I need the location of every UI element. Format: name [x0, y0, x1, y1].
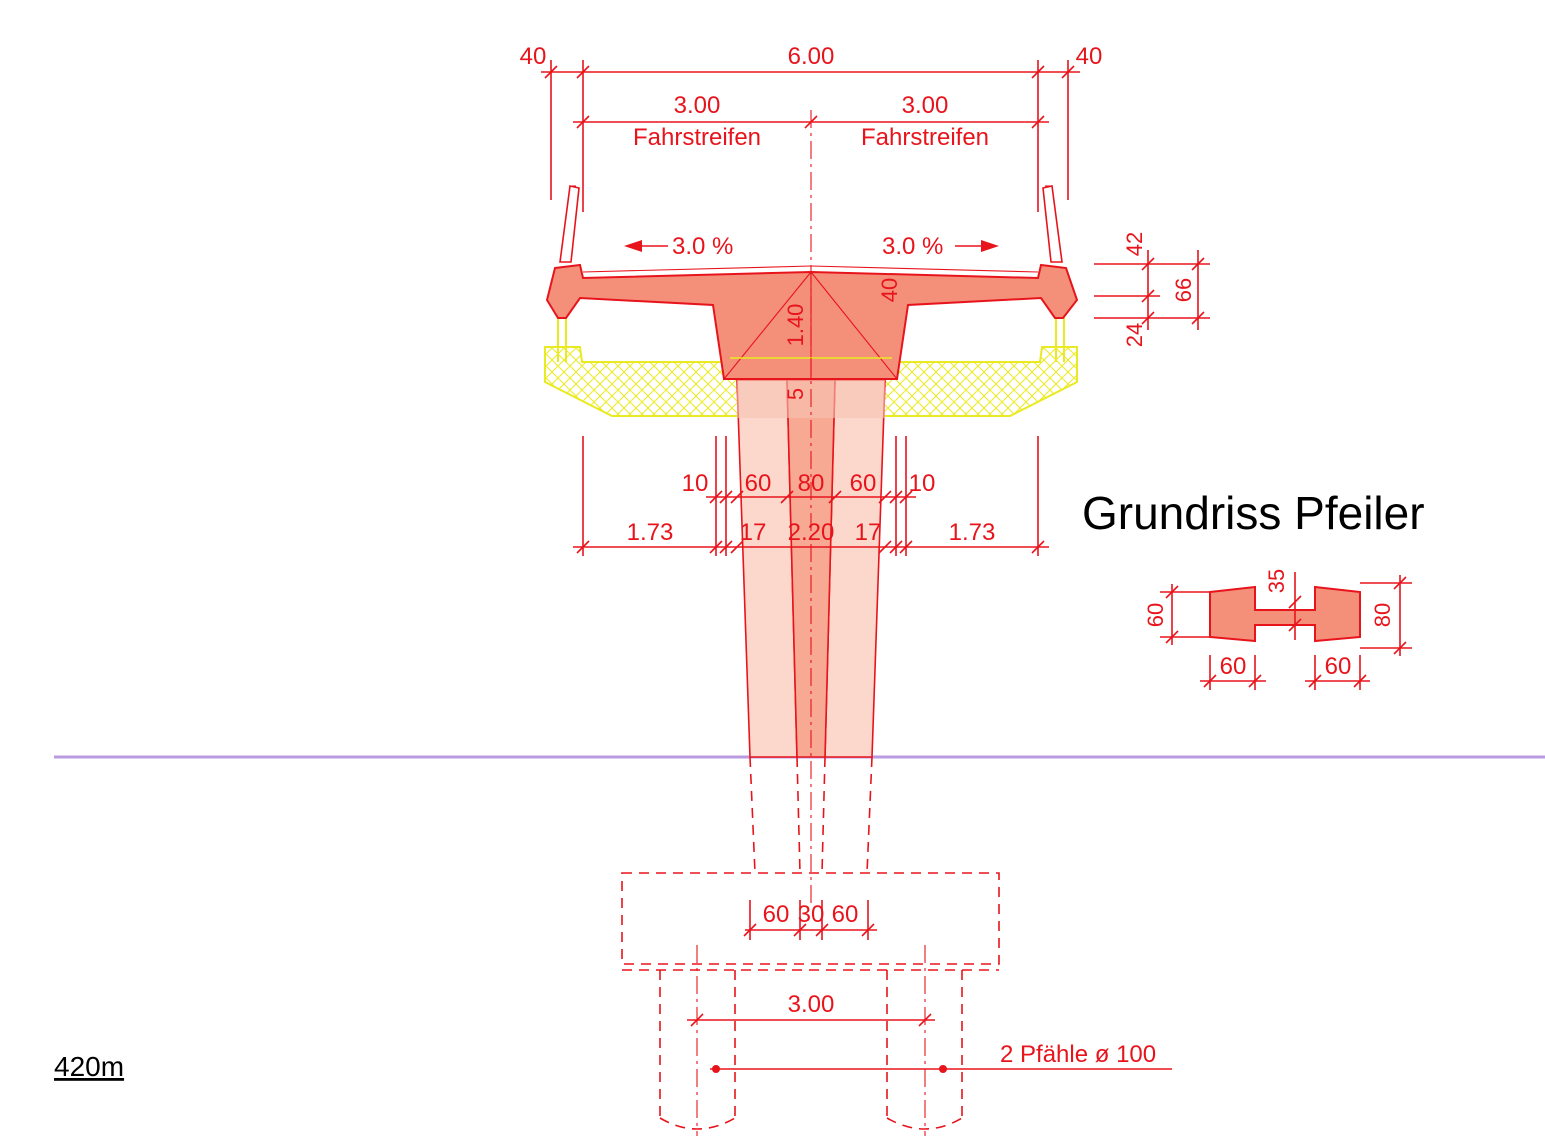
lane-right-width-label: 3.00	[902, 92, 949, 119]
foundation	[621, 756, 1172, 1136]
lane-right-name-label: Fahrstreifen	[861, 124, 989, 151]
lane-left-name-label: Fahrstreifen	[633, 124, 761, 151]
pier-upper-dim-3: 80	[798, 470, 825, 497]
deck-depth-label: 1.40	[783, 304, 808, 347]
plan-width-left-label: 60	[1220, 653, 1247, 680]
deck-width-label: 6.00	[788, 43, 835, 70]
cantilever-bottom-label: 24	[1122, 323, 1147, 347]
pier-lower-dim-2: 17	[740, 519, 767, 546]
level-label: 420m	[54, 1051, 124, 1082]
edge-left-label: 40	[520, 43, 547, 70]
pier-lower-dim-3: 2.20	[788, 519, 835, 546]
pier-upper-dim-1: 10	[682, 470, 709, 497]
lane-left-width-label: 3.00	[674, 92, 721, 119]
column-dim-1: 60	[763, 901, 790, 928]
slope-left-label: 3.0 %	[672, 233, 733, 260]
railing-left	[559, 185, 580, 263]
railing-right	[1042, 185, 1063, 263]
column-dim-2: 30	[798, 901, 825, 928]
cantilever-total-label: 66	[1171, 278, 1196, 302]
flange-root-label: 40	[877, 278, 902, 302]
gap-label: 5	[783, 388, 808, 400]
edge-right-label: 40	[1076, 43, 1103, 70]
plan-web-height-label: 60	[1143, 603, 1168, 627]
plan-flange-height-label: 80	[1370, 603, 1395, 627]
pier-dimensions	[573, 436, 1049, 556]
plan-width-right-label: 60	[1325, 653, 1352, 680]
cantilever-top-label: 42	[1122, 232, 1147, 256]
piles-label: 2 Pfähle ø 100	[1000, 1041, 1156, 1068]
pier-plan-section	[1160, 572, 1412, 690]
slope-arrows	[624, 240, 999, 252]
cantilever-dimensions	[1094, 250, 1210, 330]
pier-upper-dim-5: 10	[909, 470, 936, 497]
slope-right-label: 3.0 %	[882, 233, 943, 260]
pier-lower-dim-5: 1.73	[949, 519, 996, 546]
pier-upper-dim-2: 60	[745, 470, 772, 497]
top-dimensions	[541, 60, 1080, 212]
column-dim-3: 60	[832, 901, 859, 928]
drawing-title: Grundriss Pfeiler	[1082, 487, 1425, 539]
pile-spacing-label: 3.00	[788, 991, 835, 1018]
pier-lower-dim-1: 1.73	[627, 519, 674, 546]
plan-slot-label: 35	[1264, 569, 1289, 593]
pier-upper-dim-4: 60	[850, 470, 877, 497]
pier-lower-dim-4: 17	[855, 519, 882, 546]
